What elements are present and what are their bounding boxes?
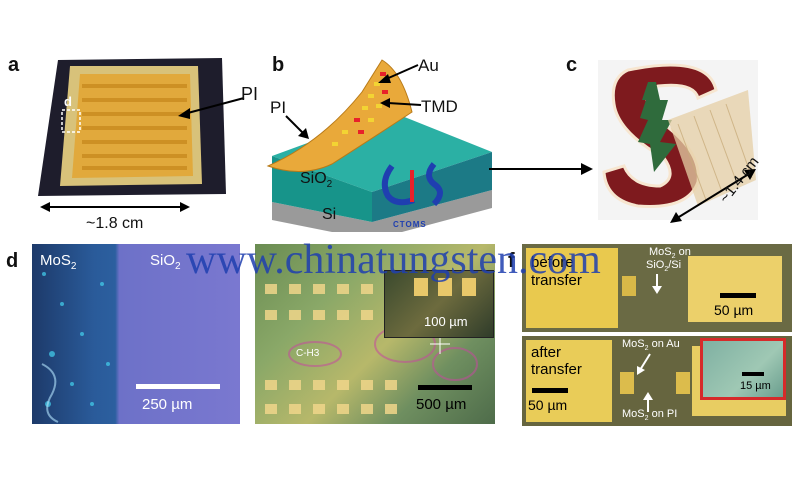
panel-a-pi-arrow <box>178 97 245 119</box>
panel-d-sio2-label: SiO2 <box>150 252 181 272</box>
panel-f-top-ann1-rest: on <box>675 246 691 258</box>
panel-f-top-pad-right <box>688 256 782 322</box>
panel-f-bottom-scale-bar <box>532 388 568 393</box>
panel-d-letter: d <box>6 250 19 272</box>
panel-b-au-arrow <box>378 64 419 83</box>
panel-e-scale-bar <box>418 385 472 390</box>
panel-b-tmd-arrow <box>380 98 422 108</box>
panel-e-marker: C-H3 <box>296 348 320 359</box>
watermark-text: www.chinatungsten.com <box>186 237 601 283</box>
panel-b-pi-label: PI <box>270 98 287 117</box>
panel-a-letter: a <box>8 54 20 76</box>
panel-d-sio2-main: SiO <box>150 252 176 269</box>
panel-b-si-label: Si <box>322 206 337 223</box>
panel-d-scale-bar <box>136 384 220 389</box>
panel-f-top-line1: before <box>531 254 574 271</box>
panel-f-bottom-ann2-rest: on PI <box>648 408 678 420</box>
panel-f-bottom-ann2-sub: 2 <box>644 415 649 423</box>
panel-b-letter: b <box>272 54 285 76</box>
panel-b-sio2-label: SiO2 <box>300 170 332 190</box>
panel-f-top-ann2-main: SiO <box>646 259 665 271</box>
panel-f-letter: f <box>508 250 515 272</box>
panel-f-bottom-inset-scale-bar <box>742 372 764 376</box>
panel-f-bottom-ann1-main: MoS <box>622 338 645 350</box>
panel-c-letter: c <box>566 54 578 76</box>
panel-a-photo <box>38 58 226 196</box>
panel-f-bottom-pad-left <box>526 340 612 422</box>
panel-b-sio2-sub: 2 <box>326 179 333 191</box>
panel-f-top-ann1: MoS2 on <box>649 246 691 260</box>
panel-e-inset-scale-label: 100 µm <box>424 314 468 329</box>
panel-f-top-scale-bar <box>720 293 756 298</box>
panel-f-top-ann2: SiO2/Si <box>646 259 681 273</box>
panel-d-mos2-main: MoS <box>40 252 71 269</box>
panel-a-scale-arrow <box>40 202 190 212</box>
panel-f-top-scale-label: 50 µm <box>714 302 754 318</box>
panel-a-inset-label: d <box>64 94 72 109</box>
panel-f-bottom-line1: after <box>531 344 562 361</box>
panel-f-bottom-scale-label: 50 µm <box>528 397 568 413</box>
panel-d-mos2-sub: 2 <box>70 261 77 272</box>
panel-b-sio2-main: SiO <box>300 170 327 187</box>
panel-d-flakes <box>41 272 110 423</box>
panel-f-bottom-ann2-main: MoS <box>622 408 645 420</box>
panel-e-inset-pads <box>414 278 476 296</box>
ctoms-logo-icon <box>381 162 443 207</box>
panel-d-mos2-label: MoS2 <box>40 252 76 272</box>
panel-f-top-ann2-sub: 2 <box>664 266 669 274</box>
panel-d-scale-label: 250 µm <box>142 396 193 413</box>
panel-e-scale-label: 500 µm <box>416 396 467 413</box>
panel-b-tmd-label: TMD <box>421 97 458 116</box>
panel-a-pi-label: PI <box>241 84 259 104</box>
panel-f-bottom-channel-left <box>620 372 634 394</box>
panel-f-bottom-ann1-rest: on Au <box>648 338 680 350</box>
panel-f-top-channel <box>622 276 636 296</box>
panel-f-bottom-ann1: MoS2 on Au <box>622 338 680 352</box>
panel-f-bottom-ann2: MoS2 on PI <box>622 408 677 422</box>
panel-d-sio2-sub: 2 <box>175 261 181 272</box>
panel-b-au-label: Au <box>418 56 439 75</box>
panel-f-bottom-line2: transfer <box>531 361 582 378</box>
ctoms-logo-text: CTOMS <box>393 220 427 229</box>
panel-c-photo <box>598 60 758 220</box>
panel-f-bottom-channel-right <box>676 372 690 394</box>
panel-b-schematic <box>266 59 492 232</box>
panel-f-bottom-inset-scale-label: 15 µm <box>740 380 771 392</box>
release-arrow-icon <box>489 163 593 175</box>
panel-f-bottom-ann1-sub: 2 <box>644 345 649 353</box>
panel-f-bottom-arrow-up <box>637 353 651 375</box>
panel-f-top-pad-left <box>526 248 618 328</box>
panel-f-bottom-inset <box>700 338 786 400</box>
panel-c-scale-arrow <box>670 169 756 223</box>
panel-e-pads <box>265 284 478 414</box>
panel-f-top-line2: transfer <box>531 272 582 289</box>
panel-f-top-ann2-rest: /Si <box>668 259 682 271</box>
panel-a-scale-label: ~1.8 cm <box>86 215 144 232</box>
panel-d-image <box>32 244 240 424</box>
panel-f-top-ann1-sub: 2 <box>671 253 676 261</box>
panel-f-top-arrow <box>652 274 662 294</box>
panel-f-top-ann1-main: MoS <box>649 246 672 258</box>
panel-b-pi-arrow <box>285 115 309 139</box>
panel-f-bottom-arrow-down <box>643 392 653 412</box>
